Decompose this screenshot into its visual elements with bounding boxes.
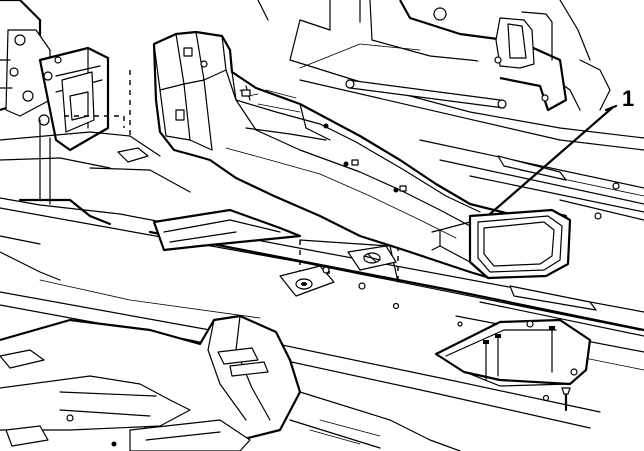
callout-label-1: 1: [622, 86, 634, 111]
front-floor-section: [0, 314, 461, 451]
callout-1: 1: [488, 86, 634, 216]
left-bracket-assembly: [0, 0, 302, 281]
center-mount-plate: [279, 206, 399, 297]
air-duct-part: [152, 30, 572, 280]
